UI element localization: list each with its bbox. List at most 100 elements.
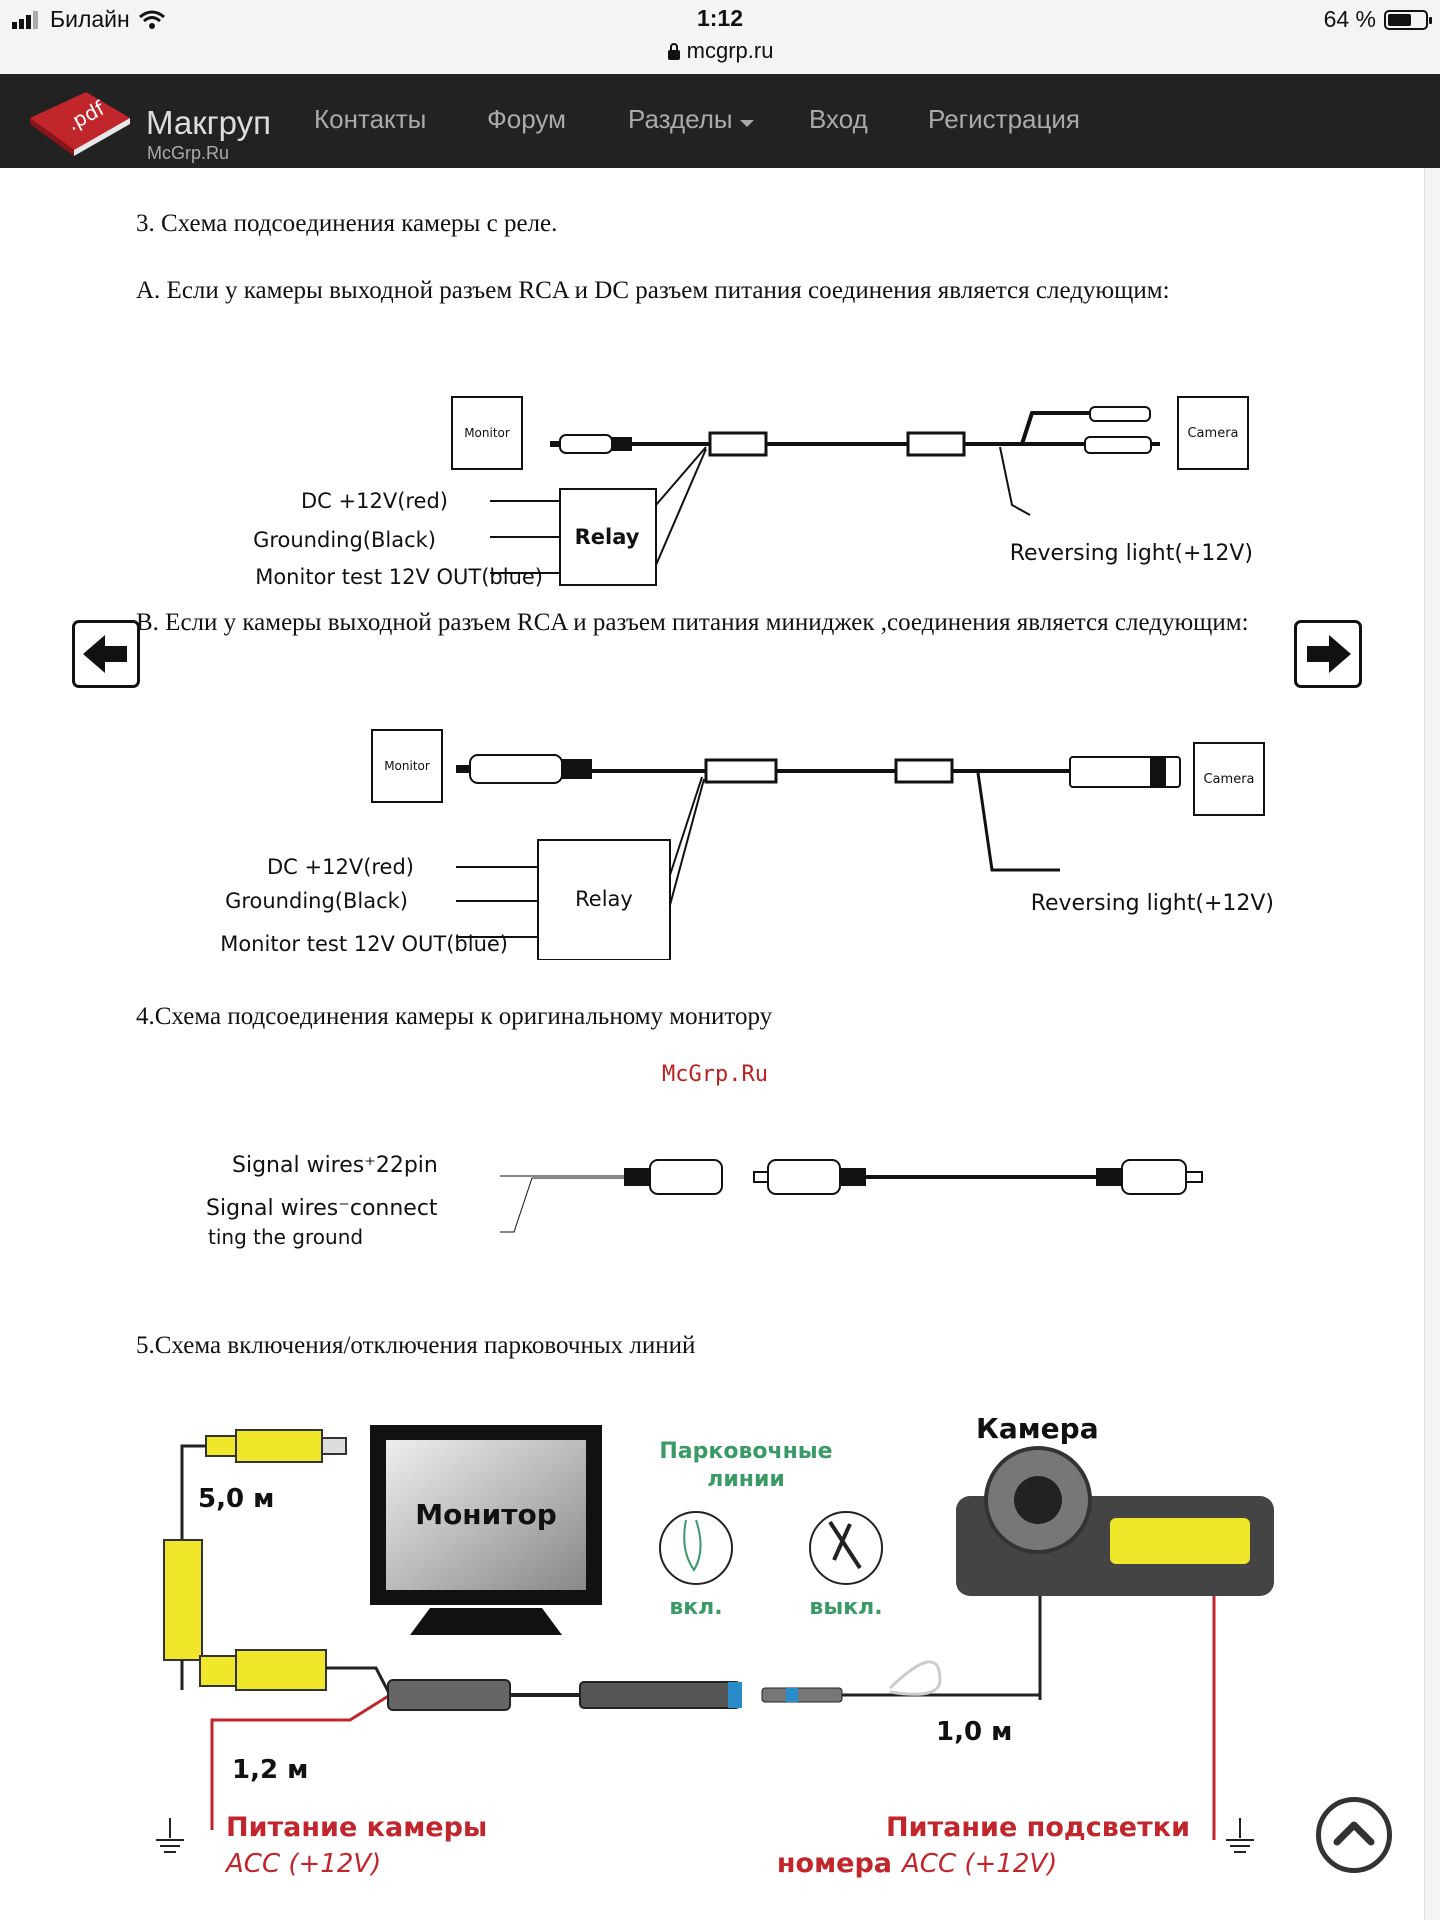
- camera-illustration: [956, 1446, 1274, 1596]
- rca-jack-1: [649, 1159, 723, 1195]
- rca-plug-end: [1121, 1159, 1187, 1195]
- parking-lines-label: Парковочные: [659, 1439, 832, 1464]
- rca-plug-bottom: [1084, 436, 1152, 454]
- switch-on-label: вкл.: [669, 1595, 722, 1620]
- length-1m: 1,0 м: [936, 1717, 1012, 1747]
- monitor-label: Monitor: [384, 759, 430, 773]
- battery-fill: [1388, 13, 1412, 26]
- nav-login[interactable]: Вход: [809, 104, 868, 134]
- power-light-label-2: номера: [777, 1848, 892, 1879]
- minijack-socket: [579, 1681, 741, 1709]
- nav-sections[interactable]: Разделы: [628, 104, 754, 135]
- status-right: 64 %: [1323, 6, 1432, 33]
- power-light-acc: ACC (+12V): [900, 1849, 1057, 1879]
- rca-plug-yellow-bottom: [235, 1649, 327, 1691]
- pdf-book-icon: .pdf: [30, 92, 130, 156]
- label-test: Monitor test 12V OUT(blue): [255, 565, 543, 589]
- label-reverse: Reversing light(+12V): [1031, 891, 1274, 916]
- label-reverse: Reversing light(+12V): [1010, 541, 1253, 566]
- connector-left: [708, 431, 768, 457]
- ground-icon-left: [156, 1818, 184, 1853]
- rca-plug-left: [550, 434, 632, 454]
- logo-name: Макгруп: [146, 104, 272, 141]
- red-power-wire: [210, 1693, 391, 1830]
- reverse-wire: [976, 772, 1060, 872]
- length-5m: 5,0 м: [198, 1484, 274, 1514]
- label-signal-ground-2: ting the ground: [208, 1225, 363, 1249]
- label-dc: DC +12V(red): [267, 855, 414, 879]
- signal-icon: [12, 10, 38, 29]
- label-ground: Grounding(Black): [253, 528, 436, 552]
- watermark: McGrp.Ru: [662, 1062, 768, 1087]
- connector-left: [704, 758, 778, 784]
- nav-sections-label: Разделы: [628, 104, 733, 134]
- heading-section-5: 5.Схема включения/отключения парковочных…: [136, 1332, 696, 1359]
- connector-right: [906, 431, 966, 457]
- video-wire: [1020, 411, 1090, 445]
- next-arrow-icon: [1307, 635, 1351, 673]
- rca-plug-left: [456, 754, 592, 784]
- connector-right: [894, 758, 954, 784]
- relay-box: [537, 839, 671, 960]
- clock: 1:12: [696, 5, 744, 31]
- diagram-original-monitor: Signal wires⁺22pin Signal wires⁻connect …: [206, 1153, 1203, 1249]
- reverse-wire: [999, 446, 1031, 516]
- monitor-label: Монитор: [415, 1498, 557, 1531]
- scrollbar[interactable]: [1424, 168, 1440, 1920]
- address-bar[interactable]: mcgrp.ru: [0, 38, 1440, 64]
- label-test: Monitor test 12V OUT(blue): [220, 932, 508, 956]
- rca-plug-yellow-top: [205, 1429, 347, 1463]
- next-page-button[interactable]: [1294, 620, 1362, 688]
- lock-icon: [667, 43, 680, 60]
- diagram-relay-dc: Monitor Camera Relay DC +12V(red) Ground…: [253, 396, 1253, 589]
- heading-section-3: 3. Схема подсоединения камеры с реле.: [136, 210, 558, 237]
- nav-forum[interactable]: Форум: [487, 104, 566, 134]
- relay-label: Relay: [575, 525, 640, 549]
- carrier-name: Билайн: [50, 6, 130, 32]
- switch-off-label: выкл.: [809, 1595, 882, 1620]
- parking-lines-label-2: линии: [707, 1467, 785, 1492]
- nav-contacts[interactable]: Контакты: [314, 104, 427, 134]
- site-logo[interactable]: .pdf Макгруп McGrp.Ru: [26, 88, 271, 163]
- caret-down-icon: [739, 120, 754, 127]
- camera-box: [1193, 742, 1265, 816]
- camera-box: [1177, 396, 1249, 470]
- nav-register[interactable]: Регистрация: [928, 104, 1080, 134]
- battery-percent: 64 %: [1323, 6, 1376, 32]
- length-1-2m: 1,2 м: [232, 1755, 308, 1785]
- label-dc: DC +12V(red): [301, 489, 448, 513]
- minijack-plug: [761, 1687, 843, 1703]
- connector-grey: [387, 1679, 511, 1711]
- site-navbar: .pdf Макгруп McGrp.Ru Контакты Форум Раз…: [0, 74, 1440, 168]
- power-camera-label: Питание камеры: [226, 1812, 487, 1843]
- battery-icon: [1384, 9, 1432, 30]
- monitor-illustration: [370, 1425, 602, 1635]
- wifi-icon: [138, 10, 165, 29]
- label-signal-ground: Signal wires⁻connect: [206, 1196, 438, 1221]
- logo-subtitle: McGrp.Ru: [147, 143, 230, 163]
- diagram-parking-lines: 5,0 м 1,2 м 1,0 м Монитор Парковочные ли…: [156, 1412, 1274, 1879]
- paragraph-a: А. Если у камеры выходной разъем RCA и D…: [136, 277, 1170, 304]
- label-signal-wires: Signal wires⁺22pin: [232, 1153, 438, 1178]
- monitor-label: Monitor: [464, 426, 510, 440]
- rca-plug-top: [1089, 406, 1151, 422]
- switch-off-icon: [809, 1511, 883, 1585]
- power-light-label: Питание подсветки: [886, 1812, 1190, 1843]
- monitor-box: [451, 396, 523, 470]
- ground-icon-right: [1226, 1818, 1254, 1853]
- monitor-box: [371, 729, 443, 803]
- camera-label: Камера: [976, 1412, 1099, 1445]
- diagram-relay-minijack: Monitor Camera Relay DC +12V(red) Ground…: [220, 729, 1274, 960]
- relay-label: Relay: [575, 887, 633, 911]
- url-text: mcgrp.ru: [686, 38, 774, 63]
- rca-yellow-vertical: [163, 1539, 203, 1661]
- scroll-top-icon: [1333, 1821, 1375, 1846]
- rca-jack-2: [767, 1159, 841, 1195]
- camera-label: Camera: [1203, 772, 1254, 787]
- prev-page-button[interactable]: [72, 620, 140, 688]
- status-left: Билайн: [12, 6, 166, 33]
- parking-loop-wire: [888, 1660, 942, 1696]
- camera-label: Camera: [1187, 426, 1238, 441]
- scroll-top-button[interactable]: [1316, 1797, 1392, 1873]
- paragraph-b: В. Если у камеры выходной разъем RCA и р…: [136, 609, 1249, 636]
